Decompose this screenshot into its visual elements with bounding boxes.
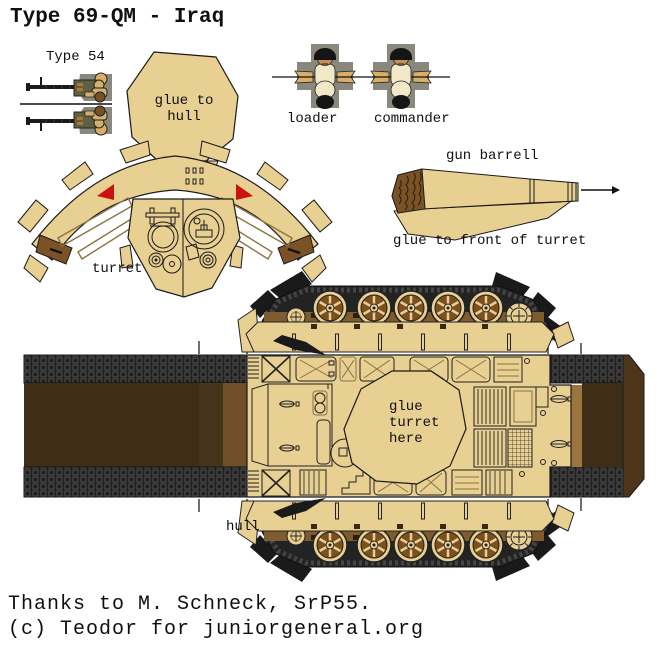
gun-barrel-label: gun barrell xyxy=(446,148,539,164)
hull-label: hull xyxy=(226,519,260,535)
hull-piece xyxy=(23,271,645,582)
type54-mg-pieces xyxy=(20,72,113,136)
turret-label: turret xyxy=(92,261,143,277)
gun-barrel-piece xyxy=(391,168,620,241)
red-triangle-right xyxy=(236,184,253,200)
credit-thanks: Thanks to M. Schneck, SrP55. xyxy=(8,593,373,616)
turret-side-piece xyxy=(17,140,333,298)
glue-front-label: glue to front of turret xyxy=(393,233,587,249)
red-triangle-left xyxy=(97,184,114,200)
type54-label: Type 54 xyxy=(46,49,105,65)
tow-hook xyxy=(279,444,300,452)
rear-fuel-drum xyxy=(550,395,572,403)
glue-turret-area xyxy=(343,370,467,485)
crew-figures xyxy=(272,44,450,109)
tow-hook xyxy=(279,400,300,408)
fold-tab-stripes xyxy=(248,357,259,492)
rear-fuel-drum xyxy=(550,440,572,448)
glue-turret-here-label: glue turret here xyxy=(389,399,440,448)
direction-arrow-icon xyxy=(581,186,620,194)
commander-label: commander xyxy=(374,111,450,127)
commander-body xyxy=(390,48,412,109)
glue-to-hull-label: glue to hull xyxy=(154,93,214,126)
loader-body xyxy=(314,48,336,109)
loader-label: loader xyxy=(287,111,338,127)
page-title: Type 69-QM - Iraq xyxy=(10,6,225,29)
credit-copyright: (c) Teodor for juniorgeneral.org xyxy=(8,618,425,641)
